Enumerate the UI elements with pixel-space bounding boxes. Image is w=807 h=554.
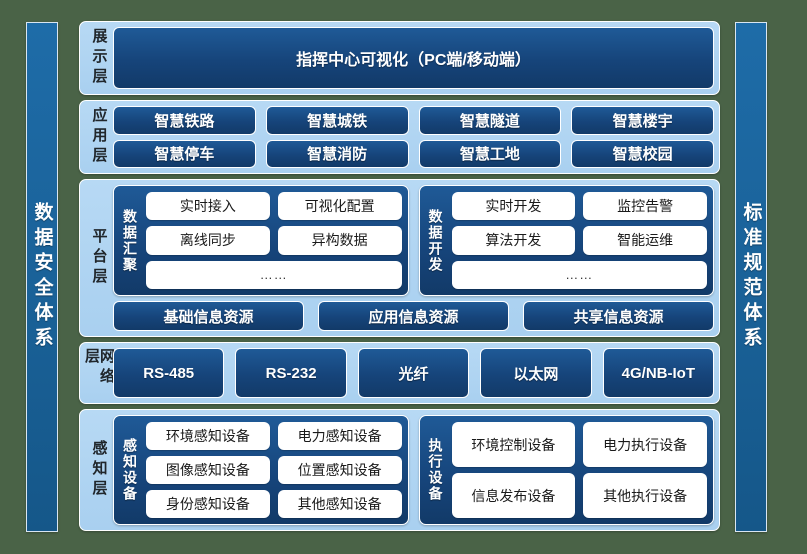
chip-realtime-ingestion[interactable]: 实时接入 <box>146 192 270 221</box>
group-actuator-devices: 执行设备 环境控制设备 电力执行设备 信息发布设备 其他执行设备 <box>418 415 714 525</box>
chip-information-publishing-device[interactable]: 信息发布设备 <box>451 473 576 518</box>
chip-smart-campus[interactable]: 智慧校园 <box>571 139 714 168</box>
left-side-bar-label: 数据安全体系 <box>31 202 53 352</box>
chip-ethernet[interactable]: 以太网 <box>480 348 592 398</box>
perception-groups: 感知设备 环境感知设备 电力感知设备 图像感知设备 位置感知设备 <box>113 415 714 525</box>
chip-position-sensing-device[interactable]: 位置感知设备 <box>277 456 402 484</box>
data-development-row-3: …… <box>451 260 707 289</box>
chip-command-center-visualization[interactable]: 指挥中心可视化（PC端/移动端） <box>113 27 714 89</box>
layer-presentation: 展示层 指挥中心可视化（PC端/移动端） <box>79 21 720 95</box>
group-data-aggregation: 数据汇聚 实时接入 可视化配置 离线同步 异构数据 <box>113 185 409 296</box>
chip-smart-building[interactable]: 智慧楼宇 <box>571 106 714 135</box>
group-data-development: 数据开发 实时开发 监控告警 算法开发 智能运维 <box>418 185 714 296</box>
chip-smart-parking[interactable]: 智慧停车 <box>113 139 256 168</box>
chip-power-actuator-device[interactable]: 电力执行设备 <box>583 422 707 467</box>
right-side-bar-standards: 标准规范体系 <box>735 22 767 532</box>
layer-presentation-label: 展示层 <box>90 28 108 88</box>
group-data-aggregation-title: 数据汇聚 <box>122 208 138 273</box>
layer-platform: 平台层 数据汇聚 实时接入 可视化配置 <box>79 179 720 337</box>
chip-environment-sensing-device[interactable]: 环境感知设备 <box>146 422 270 450</box>
layer-perception-label: 感知层 <box>90 440 108 500</box>
layer-perception-body: 感知设备 环境感知设备 电力感知设备 图像感知设备 位置感知设备 <box>113 415 714 525</box>
layer-application-body: 智慧铁路 智慧城铁 智慧隧道 智慧楼宇 智慧停车 智慧消防 智慧工地 智慧校园 <box>113 106 714 168</box>
chip-environment-control-device[interactable]: 环境控制设备 <box>451 422 576 467</box>
chip-smart-tunnel[interactable]: 智慧隧道 <box>418 106 562 135</box>
chip-realtime-development[interactable]: 实时开发 <box>451 192 576 221</box>
chip-application-information-resource[interactable]: 应用信息资源 <box>318 301 509 331</box>
chip-other-actuator-device[interactable]: 其他执行设备 <box>583 473 707 518</box>
group-data-aggregation-grid: 实时接入 可视化配置 离线同步 异构数据 …… <box>146 192 402 289</box>
layer-stack: 展示层 指挥中心可视化（PC端/移动端） 应用层 智慧铁路 智慧城铁 智慧隧道 … <box>79 21 720 533</box>
data-development-row-1: 实时开发 监控告警 <box>451 192 707 221</box>
chip-smart-railway[interactable]: 智慧铁路 <box>113 106 256 135</box>
layer-network-body: RS-485 RS-232 光纤 以太网 4G/NB-IoT <box>113 348 715 398</box>
actuator-devices-row-1: 环境控制设备 电力执行设备 <box>451 422 707 467</box>
chip-intelligent-ops[interactable]: 智能运维 <box>583 226 707 255</box>
chip-monitoring-alarm[interactable]: 监控告警 <box>583 192 707 221</box>
layer-presentation-body: 指挥中心可视化（PC端/移动端） <box>113 27 714 89</box>
data-development-row-2: 算法开发 智能运维 <box>451 226 707 255</box>
chip-algorithm-development[interactable]: 算法开发 <box>451 226 576 255</box>
chip-rs232[interactable]: RS-232 <box>235 348 347 398</box>
chip-visual-configuration[interactable]: 可视化配置 <box>277 192 402 221</box>
application-row-1: 智慧铁路 智慧城铁 智慧隧道 智慧楼宇 <box>113 106 714 135</box>
chip-optical-fiber[interactable]: 光纤 <box>357 348 470 398</box>
platform-groups: 数据汇聚 实时接入 可视化配置 离线同步 异构数据 <box>113 185 714 296</box>
group-sensing-devices: 感知设备 环境感知设备 电力感知设备 图像感知设备 位置感知设备 <box>113 415 409 525</box>
actuator-devices-row-2: 信息发布设备 其他执行设备 <box>451 473 707 518</box>
chip-smart-metro[interactable]: 智慧城铁 <box>265 106 409 135</box>
chip-data-development-more[interactable]: …… <box>451 260 707 289</box>
group-actuator-devices-grid: 环境控制设备 电力执行设备 信息发布设备 其他执行设备 <box>451 422 707 518</box>
chip-4g-nbiot[interactable]: 4G/NB-IoT <box>602 348 715 398</box>
sensing-devices-row-1: 环境感知设备 电力感知设备 <box>146 422 402 450</box>
group-data-development-title: 数据开发 <box>427 208 444 273</box>
group-sensing-devices-grid: 环境感知设备 电力感知设备 图像感知设备 位置感知设备 身份感知设备 其他感知设… <box>146 422 402 518</box>
group-actuator-devices-title: 执行设备 <box>427 438 444 502</box>
layer-application-label: 应用层 <box>90 107 108 167</box>
chip-smart-construction-site[interactable]: 智慧工地 <box>418 139 562 168</box>
data-aggregation-row-2: 离线同步 异构数据 <box>146 226 402 255</box>
layer-network: 网络层 RS-485 RS-232 光纤 以太网 4G/NB-IoT <box>79 342 720 404</box>
layer-platform-body: 数据汇聚 实时接入 可视化配置 离线同步 异构数据 <box>113 185 714 331</box>
chip-heterogeneous-data[interactable]: 异构数据 <box>277 226 402 255</box>
layer-application: 应用层 智慧铁路 智慧城铁 智慧隧道 智慧楼宇 智慧停车 智慧消防 智慧工地 智… <box>79 100 720 174</box>
group-data-development-grid: 实时开发 监控告警 算法开发 智能运维 …… <box>451 192 707 289</box>
chip-data-aggregation-more[interactable]: …… <box>146 260 402 289</box>
layer-perception: 感知层 感知设备 环境感知设备 电力感知设备 <box>79 409 720 531</box>
sensing-devices-row-2: 图像感知设备 位置感知设备 <box>146 456 402 484</box>
chip-basic-information-resource[interactable]: 基础信息资源 <box>113 301 304 331</box>
network-items-row: RS-485 RS-232 光纤 以太网 4G/NB-IoT <box>113 348 715 398</box>
group-sensing-devices-title: 感知设备 <box>122 438 138 502</box>
chip-power-sensing-device[interactable]: 电力感知设备 <box>277 422 402 450</box>
chip-offline-sync[interactable]: 离线同步 <box>146 226 270 255</box>
data-aggregation-row-1: 实时接入 可视化配置 <box>146 192 402 221</box>
chip-smart-firefighting[interactable]: 智慧消防 <box>265 139 409 168</box>
chip-rs485[interactable]: RS-485 <box>113 348 225 398</box>
platform-resources-row: 基础信息资源 应用信息资源 共享信息资源 <box>113 301 714 331</box>
chip-identity-sensing-device[interactable]: 身份感知设备 <box>146 490 270 518</box>
left-side-bar-data-security: 数据安全体系 <box>26 22 58 532</box>
sensing-devices-row-3: 身份感知设备 其他感知设备 <box>146 490 402 518</box>
layer-platform-label: 平台层 <box>90 228 108 288</box>
chip-other-sensing-device[interactable]: 其他感知设备 <box>277 490 402 518</box>
chip-image-sensing-device[interactable]: 图像感知设备 <box>146 456 270 484</box>
data-aggregation-row-3: …… <box>146 260 402 289</box>
right-side-bar-label: 标准规范体系 <box>740 202 762 352</box>
layer-network-label: 网络层 <box>83 348 115 388</box>
chip-shared-information-resource[interactable]: 共享信息资源 <box>523 301 714 331</box>
application-row-2: 智慧停车 智慧消防 智慧工地 智慧校园 <box>113 139 714 168</box>
